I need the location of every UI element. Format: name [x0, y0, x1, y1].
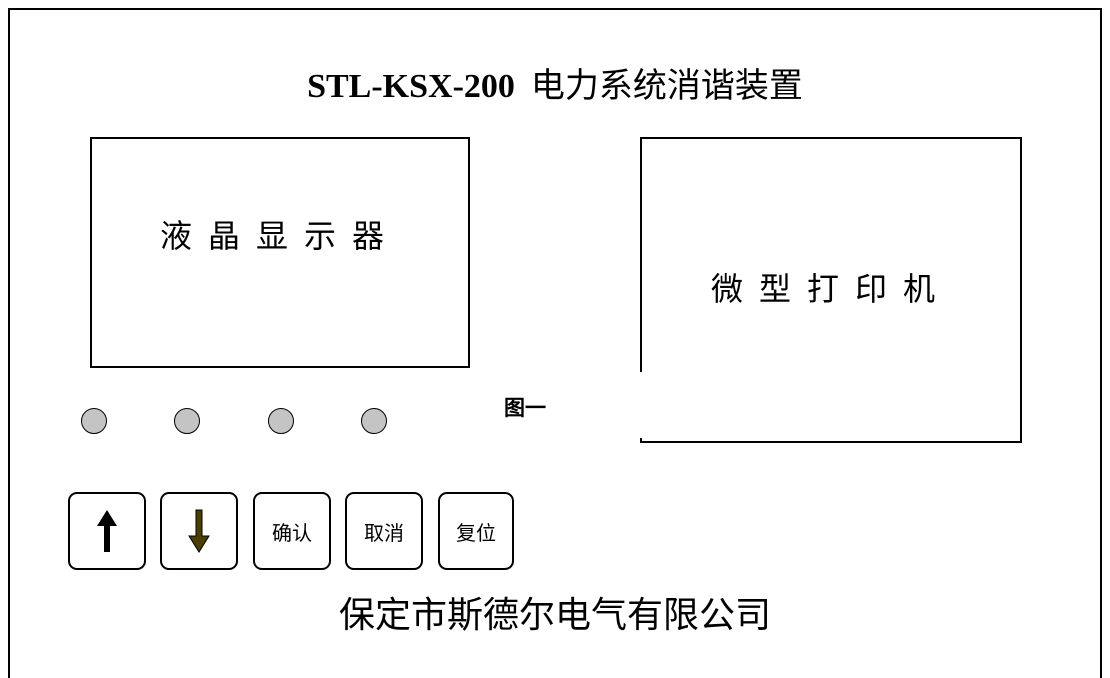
company-name: 保定市斯德尔电气有限公司	[338, 595, 771, 636]
device-panel-frame	[8, 8, 1102, 678]
device-title: STL-KSX-200 电力系统消谐装置	[0, 58, 1110, 107]
down-arrow-icon	[188, 509, 210, 553]
device-model: STL-KSX-200	[307, 68, 515, 105]
figure-label: 图一	[504, 396, 546, 420]
indicator-led-3	[268, 408, 294, 434]
indicator-led-4	[361, 408, 387, 434]
up-button[interactable]	[68, 492, 146, 570]
confirm-button[interactable]: 确认	[253, 492, 331, 570]
micro-printer: 微型打印机	[640, 137, 1022, 443]
reset-button[interactable]: 复位	[438, 492, 514, 570]
up-arrow-icon	[97, 510, 117, 552]
indicator-led-2	[174, 408, 200, 434]
micro-printer-label: 微型打印机	[710, 270, 951, 308]
device-name: 电力系统消谐装置	[530, 66, 803, 106]
down-button[interactable]	[160, 492, 238, 570]
indicator-led-1	[81, 408, 107, 434]
printer-border-gap	[632, 372, 646, 438]
lcd-display: 液晶显示器	[90, 137, 470, 368]
cancel-button[interactable]: 取消	[345, 492, 423, 570]
lcd-display-label: 液晶显示器	[159, 217, 400, 255]
